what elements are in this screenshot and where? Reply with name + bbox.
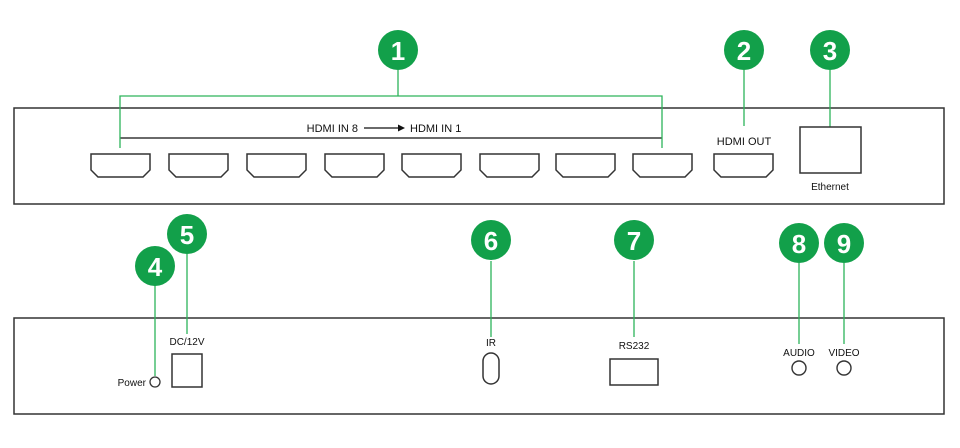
- hdmi-in-port-6: [246, 153, 307, 178]
- callout-badge-7: 7: [614, 220, 654, 260]
- ir-port: [482, 352, 500, 385]
- rs232-label: RS232: [619, 341, 650, 352]
- hdmi-in-port-1: [632, 153, 693, 178]
- hdmi-in-port-3: [479, 153, 540, 178]
- callout-number-8: 8: [792, 229, 806, 259]
- hdmi-in-port-5: [324, 153, 385, 178]
- callout-badge-4: 4: [135, 246, 175, 286]
- callout-badge-5: 5: [167, 214, 207, 254]
- video-label: VIDEO: [828, 348, 859, 359]
- hdmi-out-port: [713, 153, 774, 178]
- callout-1-bracket: [119, 95, 663, 148]
- hdmi-out-label: HDMI OUT: [717, 136, 772, 148]
- audio-jack: [791, 360, 807, 376]
- dc-12v-label: DC/12V: [169, 337, 204, 348]
- hdmi-in-port-2: [555, 153, 616, 178]
- callout-number-1: 1: [391, 36, 405, 66]
- callout-badge-6: 6: [471, 220, 511, 260]
- hdmi-in-port-7: [168, 153, 229, 178]
- callout-badge-9: 9: [824, 223, 864, 263]
- arrow-right-icon: [398, 124, 405, 132]
- callout-number-7: 7: [627, 226, 641, 256]
- rs232-port: [609, 358, 659, 386]
- dc-power-port: [171, 353, 203, 388]
- power-led-icon: [149, 376, 161, 388]
- callout-badge-1: 1: [378, 30, 418, 70]
- power-label: Power: [118, 378, 147, 389]
- callout-number-9: 9: [837, 229, 851, 259]
- callout-number-2: 2: [737, 36, 751, 66]
- hdmi-in-from-label: HDMI IN 8: [307, 123, 358, 135]
- ethernet-port: [799, 126, 862, 174]
- hdmi-in-ports: [90, 153, 693, 178]
- audio-label: AUDIO: [783, 348, 815, 359]
- callout-badge-2: 2: [724, 30, 764, 70]
- hdmi-in-to-label: HDMI IN 1: [410, 123, 461, 135]
- front-panel-outline: [13, 107, 945, 205]
- hdmi-in-port-4: [401, 153, 462, 178]
- callout-number-5: 5: [180, 220, 194, 250]
- callout-badge-8: 8: [779, 223, 819, 263]
- ir-label: IR: [486, 338, 496, 349]
- callout-number-3: 3: [823, 36, 837, 66]
- video-jack: [836, 360, 852, 376]
- ethernet-label: Ethernet: [811, 182, 849, 193]
- back-panel-outline: [13, 317, 945, 415]
- hdmi-in-port-8: [90, 153, 151, 178]
- callout-number-4: 4: [148, 252, 163, 282]
- callout-number-6: 6: [484, 226, 498, 256]
- callout-badge-3: 3: [810, 30, 850, 70]
